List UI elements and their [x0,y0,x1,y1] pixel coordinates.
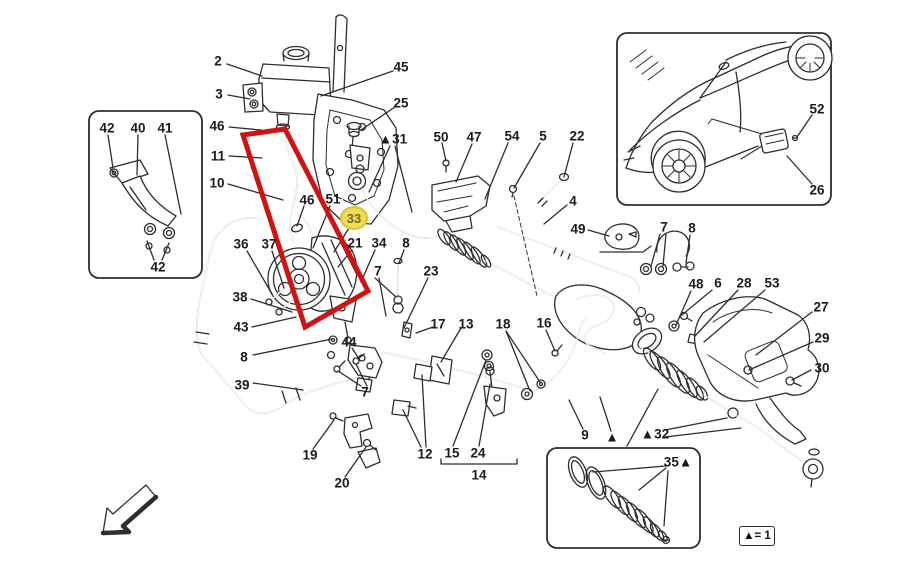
bracket-inset-frame [88,110,203,279]
pressure-hose-drawing [340,164,439,239]
callout-27: 27 [813,299,829,315]
callout-45: 45 [393,59,409,75]
car-inset-frame [616,32,832,206]
direction-arrow [100,484,159,536]
callout-51: 51 [325,191,341,207]
legend-box: ▲= 1 [739,526,775,546]
callout-52: 52 [809,101,825,117]
callout-47: 47 [466,129,482,145]
callout-29: 29 [814,330,830,346]
bracket-drawing [109,159,177,254]
callout-39: 39 [234,377,250,393]
callout-8c: 8 [688,220,696,236]
boot-kit-drawing [567,456,671,545]
callout-23: 23 [423,263,439,279]
callout-54: 54 [504,128,520,144]
callout-28: 28 [736,275,752,291]
callout-31: ▲31 [378,131,408,147]
callout-12: 12 [417,446,433,462]
callout-19: 19 [302,447,318,463]
callout-9: 9 [581,427,589,443]
callout-18: 18 [495,316,511,332]
callout-10: 10 [209,175,225,191]
highlight-box [239,126,372,331]
callout-15: 15 [444,445,460,461]
callout-7c: 7 [660,219,668,235]
group-bracket-14 [440,458,518,465]
callout-6: 6 [714,275,722,291]
callout-42a: 42 [99,120,115,136]
leader-lines [107,63,814,527]
callout-32: ▲32 [640,426,670,442]
callout-37: 37 [261,236,277,252]
callout-40: 40 [130,120,146,136]
callout-26: 26 [809,182,825,198]
fittings-brackets-drawing [326,257,507,469]
callout-36: 36 [233,236,249,252]
legend-text: ▲= 1 [743,530,771,542]
callout-46b: 46 [299,192,315,208]
car-drawing [623,35,833,193]
callout-17: 17 [430,316,446,332]
mount-bracket-drawing [312,14,399,225]
callout-21: 21 [347,235,363,251]
callout-24: 24 [470,445,486,461]
callout-20: 20 [334,475,350,491]
callout-46a: 46 [209,118,225,134]
callout-41: 41 [157,120,173,136]
callout-8a: 8 [240,349,248,365]
highlighted-callout-33[interactable]: 33 [340,206,368,230]
callout-11: 11 [210,148,226,164]
callout-35: 35▲ [663,454,693,470]
callout-14: 14 [471,467,487,483]
power-steering-pump-drawing [265,235,358,344]
callout-48: 48 [688,276,704,292]
callout-7a: 7 [374,263,382,279]
callout-tri: ▲ [605,429,619,445]
suction-hose-drawing [285,129,313,244]
callout-42b: 42 [150,259,166,275]
callout-13: 13 [458,316,474,332]
callout-43: 43 [233,319,249,335]
callout-16: 16 [536,315,552,331]
heat-shield-drawing [431,159,570,233]
callout-25: 25 [393,95,409,111]
callout-5: 5 [539,128,547,144]
callout-22: 22 [569,128,585,144]
callout-3: 3 [215,86,223,102]
callout-4: 4 [569,193,577,209]
callout-30: 30 [814,360,830,376]
callout-49: 49 [570,221,586,237]
callout-38: 38 [232,289,248,305]
callout-7b: 7 [361,384,369,400]
callout-53: 53 [764,275,780,291]
callout-44: 44 [341,334,357,350]
callout-50: 50 [433,129,449,145]
callout-8b: 8 [402,235,410,251]
callout-2: 2 [214,53,222,69]
boot-inset-frame [546,447,701,549]
callout-34: 34 [371,235,387,251]
reservoir-drawing [242,45,332,131]
